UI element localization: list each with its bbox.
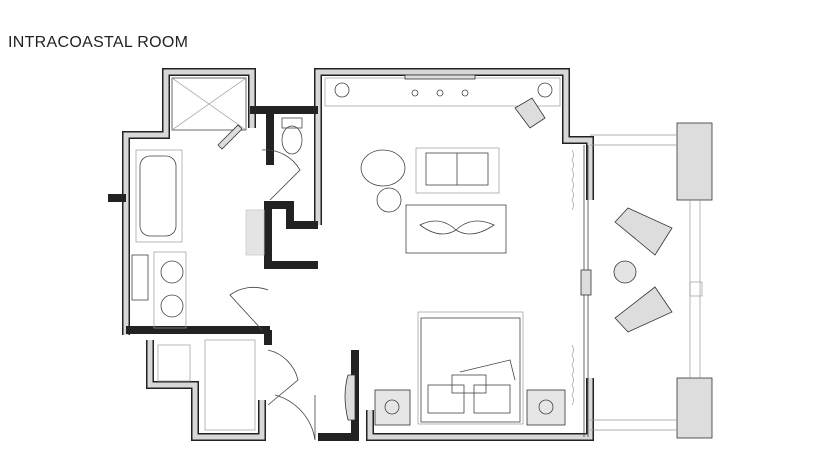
closet — [157, 209, 265, 431]
doors — [229, 149, 356, 441]
shower-door — [217, 124, 243, 150]
window-wall — [571, 145, 592, 437]
desk-chair — [514, 97, 546, 129]
credenza — [324, 74, 561, 107]
bed — [374, 311, 566, 426]
living-area — [360, 147, 507, 254]
vanity-sinks — [131, 251, 187, 329]
shower — [171, 77, 247, 150]
bathtub — [135, 149, 183, 243]
balcony — [590, 122, 713, 439]
toilet — [281, 117, 303, 155]
plan-title: INTRACOASTAL ROOM — [8, 34, 189, 51]
walls — [108, 68, 594, 441]
